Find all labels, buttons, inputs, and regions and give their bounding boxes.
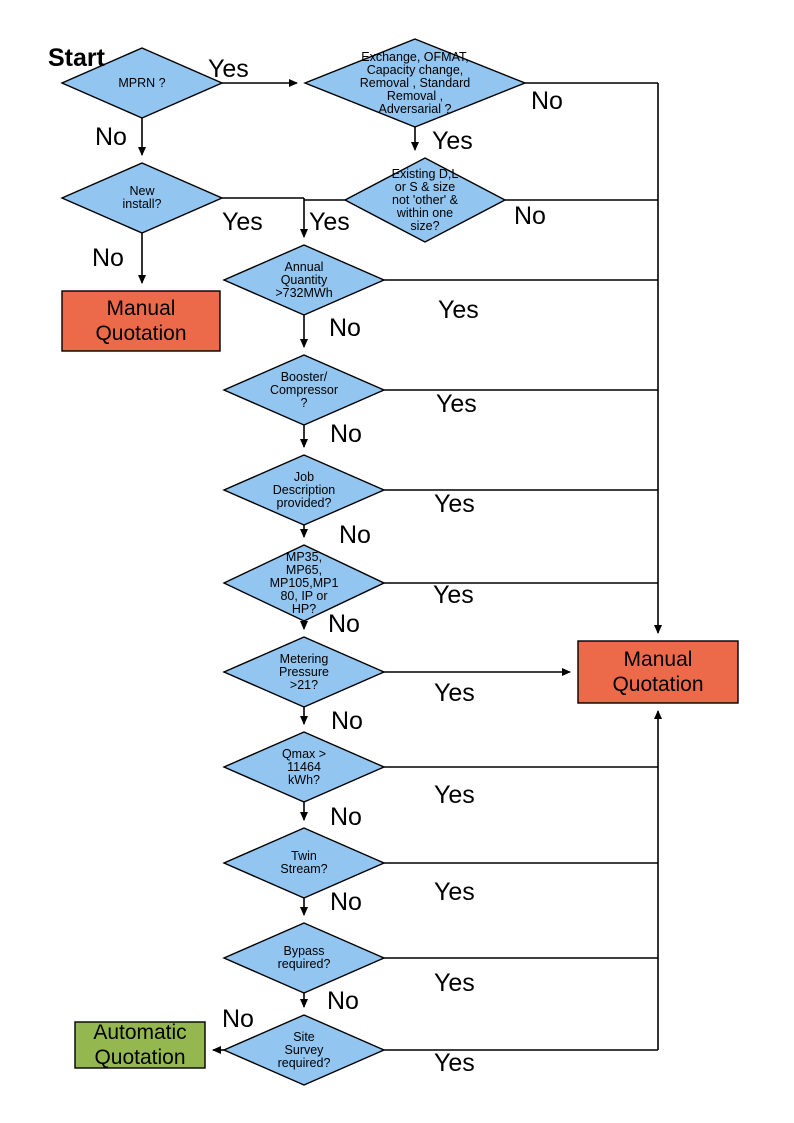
edge-label-mprn-yes: Yes: [208, 55, 249, 83]
node-mpclass[interactable]: [222, 544, 386, 622]
edge-label-existing-yes: Yes: [309, 208, 350, 236]
edge-label-mpclass-yes: Yes: [433, 581, 474, 609]
node-manual_left[interactable]: [61, 290, 221, 352]
start-label: Start: [48, 44, 105, 72]
edge-label-qmax-yes: Yes: [434, 781, 475, 809]
node-twin[interactable]: [222, 827, 386, 899]
node-existing[interactable]: [343, 157, 507, 243]
edge-label-jobdesc-no: No: [339, 521, 371, 549]
node-jobdesc[interactable]: [222, 454, 386, 526]
node-newinstall[interactable]: [60, 162, 224, 234]
edge-label-exchange-yes: Yes: [432, 127, 473, 155]
node-manual_right[interactable]: [577, 640, 739, 704]
edge-label-sitesurvey-no: No: [222, 1005, 254, 1033]
edge-label-twin-no: No: [330, 888, 362, 916]
edge-label-annual-no: No: [329, 314, 361, 342]
edge-label-metering-yes: Yes: [434, 679, 475, 707]
node-sitesurvey[interactable]: [222, 1014, 386, 1086]
edge-label-twin-yes: Yes: [434, 878, 475, 906]
edge-label-exchange-no: No: [531, 87, 563, 115]
flowchart-edges: [138, 79, 662, 1054]
edge-label-jobdesc-yes: Yes: [434, 490, 475, 518]
edge-label-qmax-no: No: [330, 803, 362, 831]
edge-label-sitesurvey-yes: Yes: [434, 1049, 475, 1077]
edge-label-metering-no: No: [331, 707, 363, 735]
node-metering[interactable]: [222, 636, 386, 708]
edge-label-booster-yes: Yes: [436, 390, 477, 418]
node-annual[interactable]: [222, 244, 386, 316]
flowchart-nodes: [60, 38, 739, 1086]
node-booster[interactable]: [222, 354, 386, 426]
edge-label-mpclass-no: No: [328, 610, 360, 638]
edge-label-annual-yes: Yes: [438, 296, 479, 324]
edge-label-booster-no: No: [330, 420, 362, 448]
node-automatic[interactable]: [74, 1021, 206, 1069]
node-exchange[interactable]: [303, 38, 527, 128]
edge-label-mprn-no: No: [95, 123, 127, 151]
edge-label-newinstall-no: No: [92, 244, 124, 272]
node-qmax[interactable]: [222, 731, 386, 803]
node-mprn[interactable]: [60, 47, 224, 119]
edge-label-newinstall-yes: Yes: [222, 208, 263, 236]
edge-label-existing-no: No: [514, 202, 546, 230]
edge-label-bypass-no: No: [327, 987, 359, 1015]
node-bypass[interactable]: [222, 922, 386, 994]
edge-label-bypass-yes: Yes: [434, 969, 475, 997]
